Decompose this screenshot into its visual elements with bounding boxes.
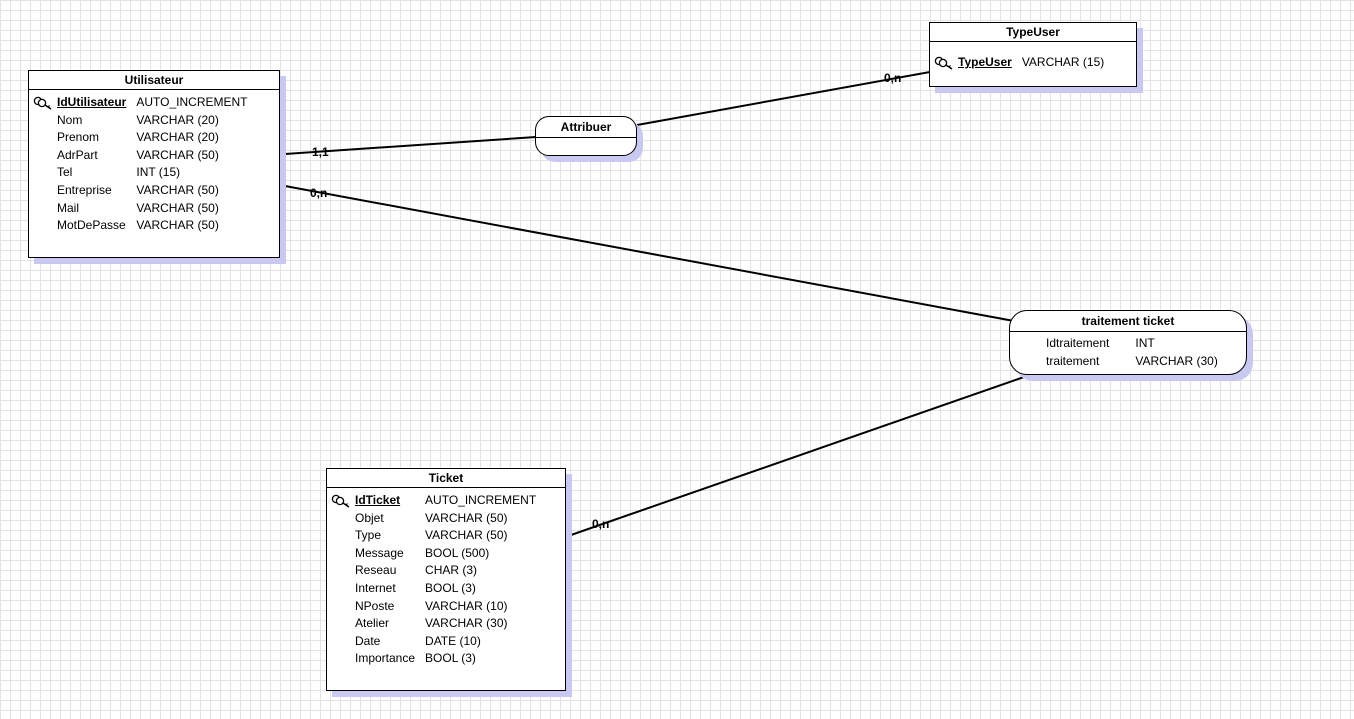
key-icon <box>29 94 57 112</box>
attribute-row: Tel INT (15) <box>29 164 247 182</box>
attribute-type: VARCHAR (50) <box>425 528 508 543</box>
entity-title: Ticket <box>327 469 565 488</box>
cardinality-utilisateur-attribuer: 1,1 <box>312 145 329 159</box>
cardinality-ticket-traitement: 0,n <box>592 517 610 531</box>
attribute-type: CHAR (3) <box>425 563 478 578</box>
link-utilisateur-traitement <box>284 185 1015 322</box>
cardinality-typeuser-attribuer: 0,n <box>884 71 902 85</box>
attribute-type: AUTO_INCREMENT <box>136 95 248 109</box>
attribute-name: Message <box>355 545 404 560</box>
attribute-name: NPoste <box>355 598 395 613</box>
attribute-type: VARCHAR (50) <box>136 218 219 233</box>
attribute-row: NPoste VARCHAR (10) <box>327 598 536 616</box>
attribute-type: VARCHAR (30) <box>425 616 508 631</box>
attribute-name: Idtraitement <box>1046 336 1110 350</box>
entity-title: TypeUser <box>930 23 1136 42</box>
key-icon <box>327 492 355 510</box>
attribute-type: VARCHAR (50) <box>136 147 219 162</box>
attribute-name: Atelier <box>355 616 390 631</box>
attribute-row: Entreprise VARCHAR (50) <box>29 182 247 200</box>
attribute-row: Mail VARCHAR (50) <box>29 200 247 218</box>
attribute-row: Idtraitement INT <box>1046 334 1218 352</box>
attribute-name: Date <box>355 633 381 648</box>
attribute-type: VARCHAR (30) <box>1135 354 1218 368</box>
attribute-row: Type VARCHAR (50) <box>327 527 536 545</box>
attribute-name: Nom <box>57 112 83 127</box>
entity-utilisateur[interactable]: Utilisateur IdUtilisateur AUTO_INCREMENT… <box>28 70 280 258</box>
attribute-row: IdUtilisateur AUTO_INCREMENT <box>29 94 247 112</box>
relation-traitement-ticket[interactable]: traitement ticket Idtraitement INT trait… <box>1009 310 1247 375</box>
entity-title: Utilisateur <box>29 71 279 90</box>
attribute-type: VARCHAR (20) <box>136 130 219 145</box>
attribute-name: Reseau <box>355 563 397 578</box>
attribute-name: MotDePasse <box>57 218 126 233</box>
attribute-name: IdUtilisateur <box>57 95 127 109</box>
attribute-row: MotDePasse VARCHAR (50) <box>29 217 247 235</box>
attribute-row: Internet BOOL (3) <box>327 580 536 598</box>
relation-attribuer[interactable]: Attribuer <box>535 116 637 156</box>
key-icon <box>930 54 958 72</box>
attribute-name: Type <box>355 528 382 543</box>
attribute-type: AUTO_INCREMENT <box>425 493 537 507</box>
cardinality-utilisateur-traitement: 0,n <box>310 186 328 200</box>
attribute-list: IdTicket AUTO_INCREMENT Objet VARCHAR (5… <box>327 492 536 668</box>
attribute-name: Tel <box>57 165 73 180</box>
attribute-name: Objet <box>355 510 384 525</box>
attribute-type: VARCHAR (15) <box>1021 55 1105 69</box>
entity-typeuser[interactable]: TypeUser TypeUser VARCHAR (15) <box>929 22 1137 87</box>
attribute-name: Prenom <box>57 130 100 145</box>
attribute-type: VARCHAR (20) <box>136 112 219 127</box>
attribute-name: IdTicket <box>355 493 401 507</box>
relation-title: Attribuer <box>536 117 636 138</box>
link-ticket-traitement <box>570 376 1025 536</box>
attribute-type: DATE (10) <box>425 633 481 648</box>
attribute-row: Nom VARCHAR (20) <box>29 112 247 130</box>
attribute-row: Atelier VARCHAR (30) <box>327 615 536 633</box>
attribute-type: INT <box>1135 336 1155 350</box>
relation-title: traitement ticket <box>1010 311 1246 332</box>
attribute-row: Message BOOL (500) <box>327 545 536 563</box>
attribute-type: VARCHAR (50) <box>136 182 219 197</box>
attribute-row: IdTicket AUTO_INCREMENT <box>327 492 536 510</box>
attribute-name: AdrPart <box>57 147 98 162</box>
attribute-type: BOOL (500) <box>425 545 490 560</box>
attribute-name: traitement <box>1046 354 1100 368</box>
attribute-row: AdrPart VARCHAR (50) <box>29 147 247 165</box>
attribute-type: VARCHAR (50) <box>425 510 508 525</box>
attribute-row: Importance BOOL (3) <box>327 650 536 668</box>
attribute-list: TypeUser VARCHAR (15) <box>930 54 1104 72</box>
attribute-row: TypeUser VARCHAR (15) <box>930 54 1104 72</box>
attribute-row: traitement VARCHAR (30) <box>1046 352 1218 370</box>
attribute-type: INT (15) <box>136 165 181 180</box>
link-attribuer-typeuser <box>636 71 931 126</box>
attribute-name: TypeUser <box>958 55 1012 69</box>
attribute-type: VARCHAR (10) <box>425 598 508 613</box>
attribute-row: Objet VARCHAR (50) <box>327 510 536 528</box>
attribute-name: Entreprise <box>57 182 112 197</box>
attribute-type: BOOL (3) <box>425 651 476 666</box>
attribute-list: Idtraitement INT traitement VARCHAR (30) <box>1046 334 1218 370</box>
attribute-name: Mail <box>57 200 80 215</box>
attribute-row: Date DATE (10) <box>327 633 536 651</box>
attribute-row: Reseau CHAR (3) <box>327 562 536 580</box>
attribute-list: IdUtilisateur AUTO_INCREMENT Nom VARCHAR… <box>29 94 247 235</box>
link-utilisateur-attribuer <box>284 136 537 155</box>
attribute-type: BOOL (3) <box>425 580 476 595</box>
attribute-row: Prenom VARCHAR (20) <box>29 129 247 147</box>
attribute-type: VARCHAR (50) <box>136 200 219 215</box>
entity-ticket[interactable]: Ticket IdTicket AUTO_INCREMENT Objet VAR… <box>326 468 566 691</box>
attribute-name: Importance <box>355 651 416 666</box>
attribute-name: Internet <box>355 580 396 595</box>
